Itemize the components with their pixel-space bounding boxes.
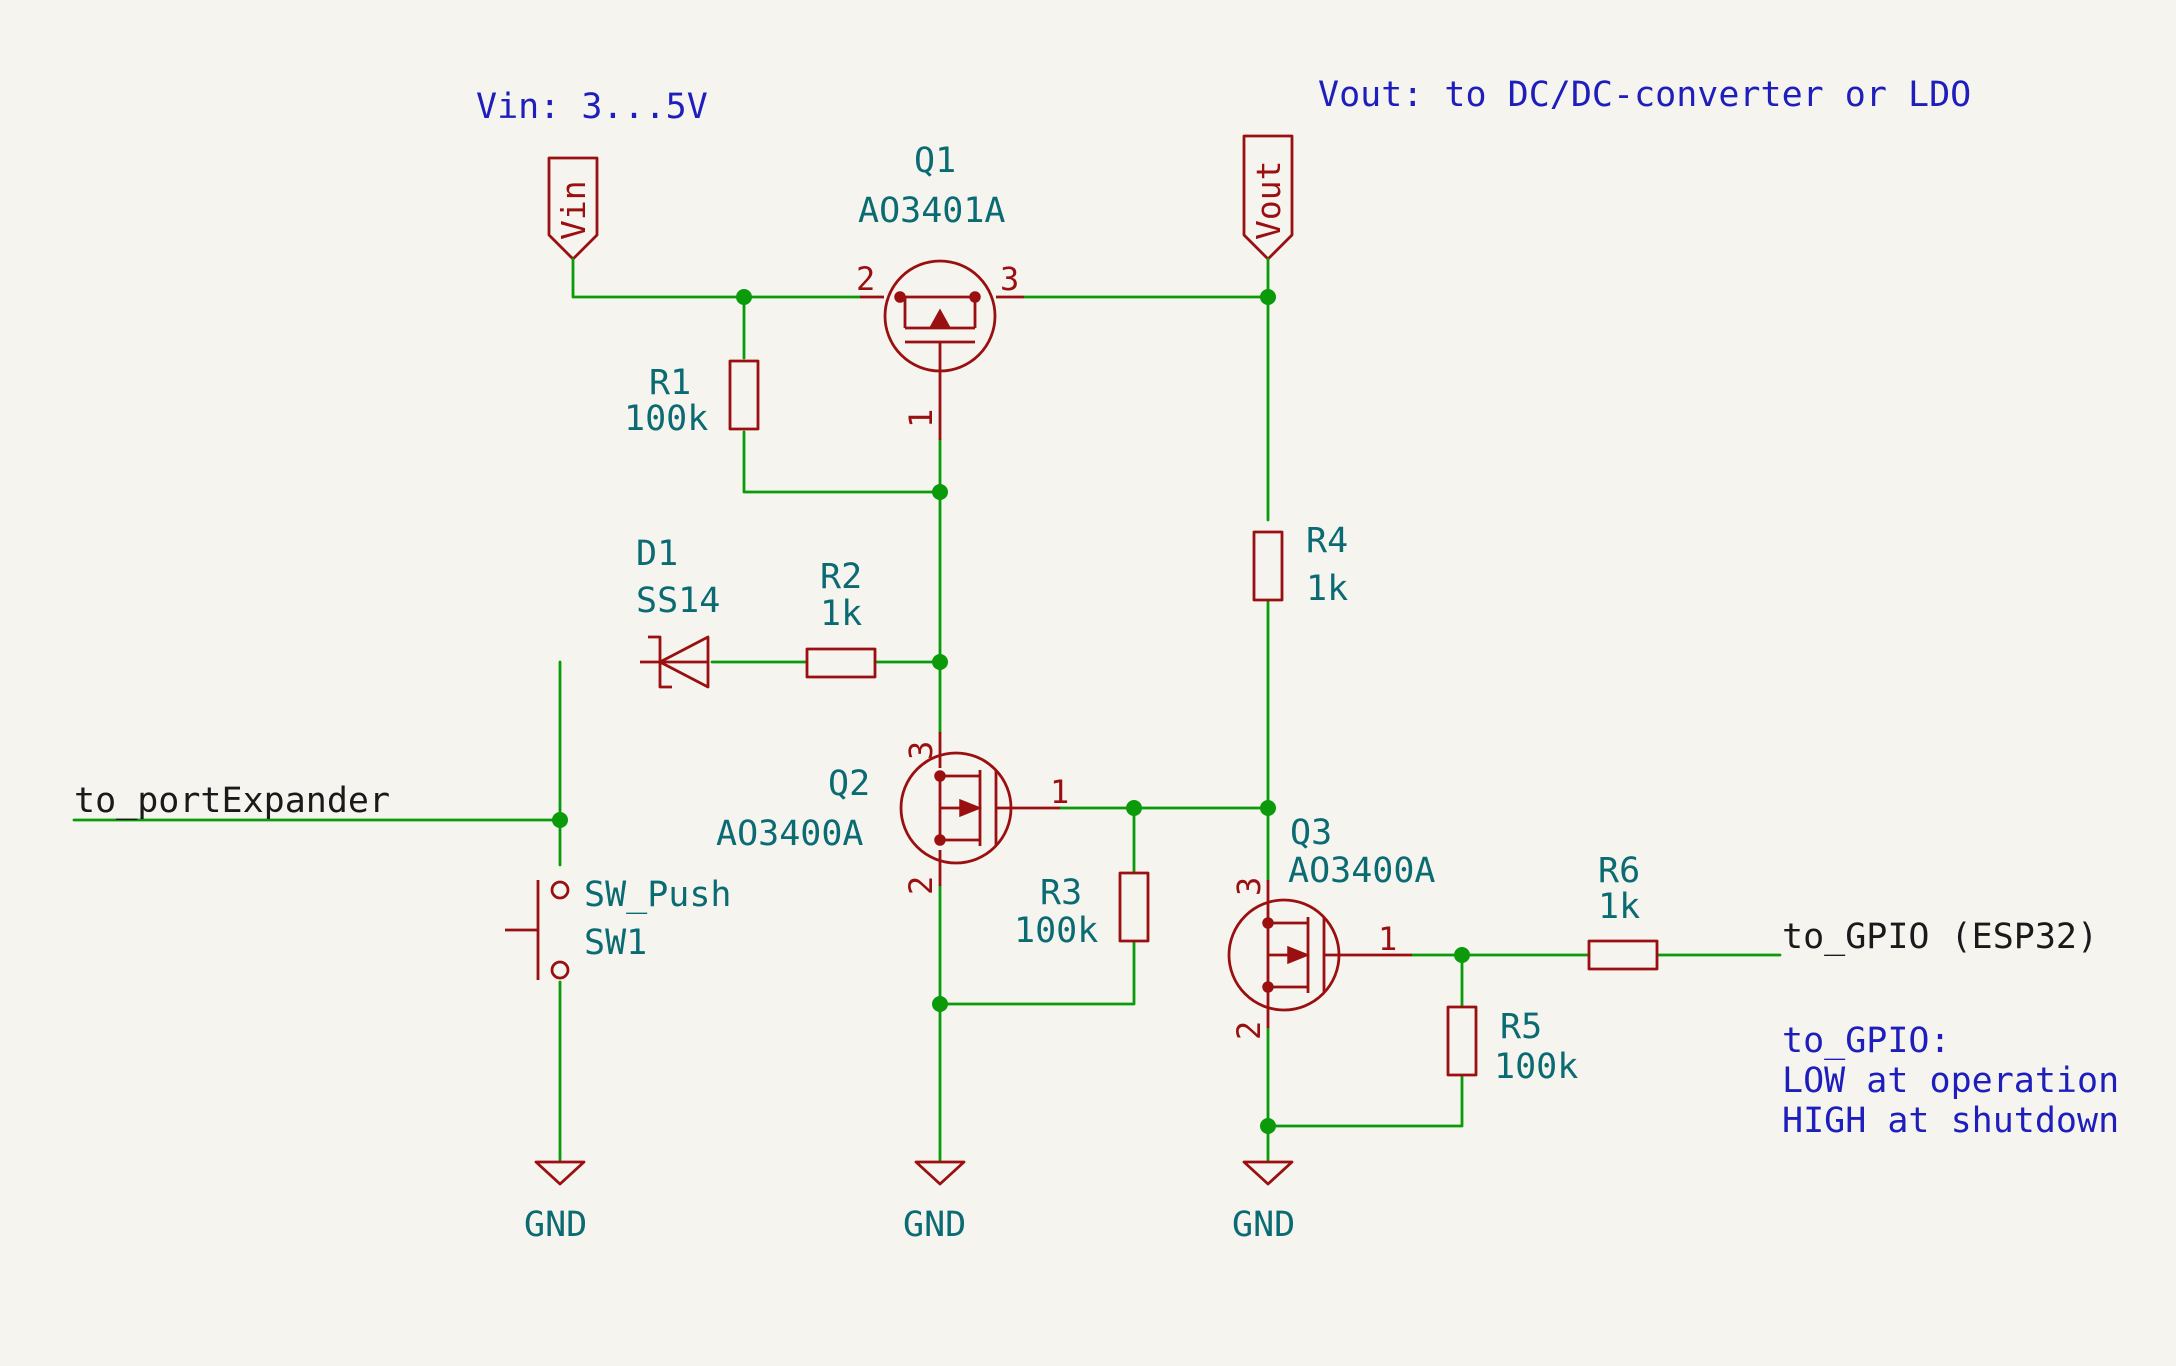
r6-value: 1k	[1598, 887, 1640, 927]
q2-n-mosfet: 3 2 1 Q2 AO3400A	[716, 732, 1069, 895]
q3-pin-3: 3	[1230, 877, 1268, 896]
q1-pin-3: 3	[1000, 260, 1019, 298]
r5-value: 100k	[1494, 1047, 1578, 1087]
vin-note: Vin: 3...5V	[476, 87, 708, 127]
r3-resistor: R3 100k	[1014, 871, 1150, 951]
vin-port: Vin	[547, 156, 599, 261]
sw1-ref: SW1	[584, 923, 647, 963]
sw1-push-switch: SW_Push SW1	[505, 875, 732, 980]
q3-n-mosfet: 3 2 1 Q3 AO3400A	[1227, 813, 1436, 1040]
net-label-port-expander: to_portExpander	[74, 781, 390, 821]
q1-pin-1: 1	[902, 409, 940, 428]
r6-resistor: R6 1k	[1587, 851, 1659, 971]
r2-value: 1k	[820, 594, 862, 634]
r6-ref: R6	[1598, 851, 1640, 891]
r4-value: 1k	[1306, 569, 1348, 609]
d1-diode: D1 SS14	[636, 534, 720, 689]
r3-ref: R3	[1040, 873, 1082, 913]
r5-ref: R5	[1500, 1007, 1542, 1047]
gnd-label-3: GND	[1232, 1205, 1295, 1245]
gnd-label-1: GND	[524, 1205, 587, 1245]
q2-pin-3: 3	[902, 741, 940, 760]
q1-p-mosfet: 2 3 1 Q1 AO3401A	[856, 141, 1024, 440]
q3-pin-1: 1	[1378, 920, 1397, 958]
q3-value: AO3400A	[1288, 851, 1436, 891]
d1-ref: D1	[636, 534, 678, 574]
gnd-symbol-3: GND	[1232, 1160, 1295, 1245]
gnd-label-2: GND	[903, 1205, 966, 1245]
d1-value: SS14	[636, 581, 720, 621]
q2-ref: Q2	[828, 764, 870, 804]
vout-port-label: Vout	[1249, 161, 1288, 240]
r2-resistor: R2 1k	[805, 557, 877, 679]
q1-value: AO3401A	[858, 191, 1006, 231]
r5-resistor: R5 100k	[1446, 1005, 1578, 1087]
r3-value: 100k	[1014, 911, 1098, 951]
q3-ref: Q3	[1290, 813, 1332, 853]
r1-value: 100k	[624, 399, 708, 439]
r4-ref: R4	[1306, 521, 1348, 561]
q2-value: AO3400A	[716, 814, 864, 854]
q3-pin-2: 2	[1230, 1021, 1268, 1040]
gnd-symbol-2: GND	[903, 1160, 966, 1245]
gpio-note-low: LOW at operation	[1782, 1061, 2119, 1101]
net-label-gpio: to_GPIO (ESP32)	[1782, 917, 2098, 957]
q1-pin-2: 2	[856, 260, 875, 298]
r1-resistor: R1 100k	[624, 359, 760, 439]
gnd-symbol-1: GND	[524, 1160, 587, 1245]
q1-ref: Q1	[914, 141, 956, 181]
gpio-note-title: to_GPIO:	[1782, 1021, 1951, 1061]
r1-ref: R1	[649, 363, 691, 403]
vout-port: Vout	[1242, 134, 1294, 261]
q2-pin-1: 1	[1050, 773, 1069, 811]
q2-pin-2: 2	[902, 876, 940, 895]
r4-resistor: R4 1k	[1252, 521, 1348, 609]
vout-note: Vout: to DC/DC-converter or LDO	[1318, 75, 1971, 115]
gpio-note-high: HIGH at shutdown	[1782, 1101, 2119, 1141]
vin-port-label: Vin	[554, 180, 593, 240]
junctions	[552, 289, 1470, 1134]
sw1-value: SW_Push	[584, 875, 732, 915]
r2-ref: R2	[820, 557, 862, 597]
